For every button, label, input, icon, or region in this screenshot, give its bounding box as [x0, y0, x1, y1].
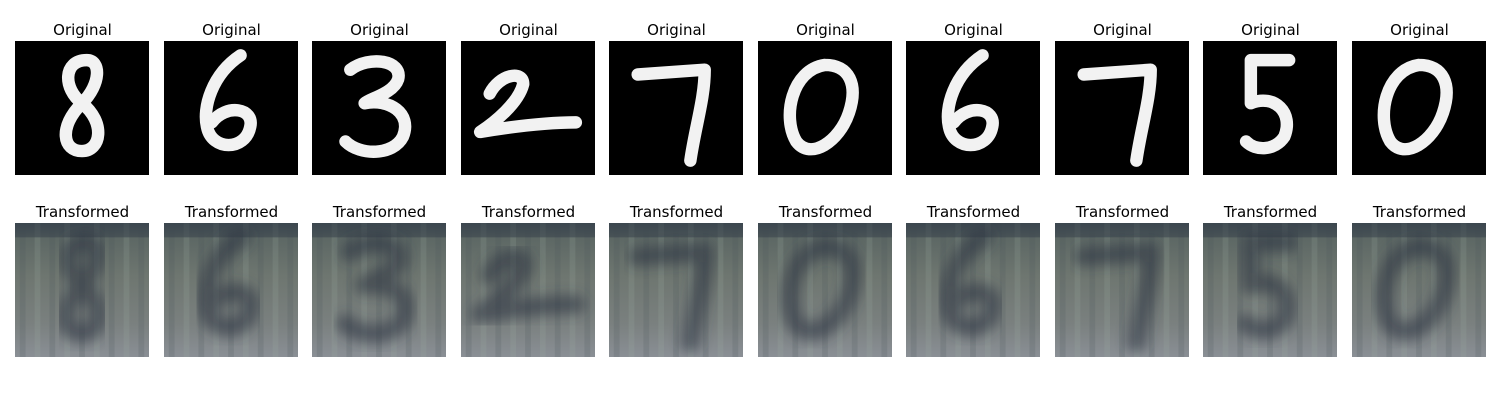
panel-title: Original [944, 21, 1003, 39]
original-digit-image [758, 41, 892, 175]
panel-title: Original [350, 21, 409, 39]
panel-title: Original [796, 21, 855, 39]
original-digit-image [906, 41, 1040, 175]
panel-title: Transformed [1372, 203, 1467, 221]
original-digit-image [461, 41, 595, 175]
panel-title: Transformed [629, 203, 724, 221]
panel-title: Original [1241, 21, 1300, 39]
original-digit-image [312, 41, 446, 175]
transformed-digit-image [906, 223, 1040, 357]
transformed-digit-image [1352, 223, 1486, 357]
panel-title: Original [202, 21, 261, 39]
panel-title: Original [499, 21, 558, 39]
original-digit-image [1055, 41, 1189, 175]
panel-title: Transformed [35, 203, 130, 221]
original-digit-image [15, 41, 149, 175]
panel-title: Transformed [926, 203, 1021, 221]
transformed-digit-image [1203, 223, 1337, 357]
panel-title: Transformed [332, 203, 427, 221]
transformed-digit-image [461, 223, 595, 357]
original-digit-image [609, 41, 743, 175]
transformed-digit-image [758, 223, 892, 357]
panel-title: Original [647, 21, 706, 39]
panel-title: Transformed [184, 203, 279, 221]
transformed-digit-image [1055, 223, 1189, 357]
panel-title: Transformed [481, 203, 576, 221]
original-digit-image [1352, 41, 1486, 175]
panel-title: Original [1093, 21, 1152, 39]
panel-title: Transformed [1223, 203, 1318, 221]
transformed-digit-image [609, 223, 743, 357]
panel-title: Original [1390, 21, 1449, 39]
transformed-digit-image [164, 223, 298, 357]
transformed-digit-image [312, 223, 446, 357]
panel-title: Transformed [1075, 203, 1170, 221]
original-digit-image [1203, 41, 1337, 175]
panel-title: Original [53, 21, 112, 39]
panel-title: Transformed [778, 203, 873, 221]
original-digit-image [164, 41, 298, 175]
transformed-digit-image [15, 223, 149, 357]
